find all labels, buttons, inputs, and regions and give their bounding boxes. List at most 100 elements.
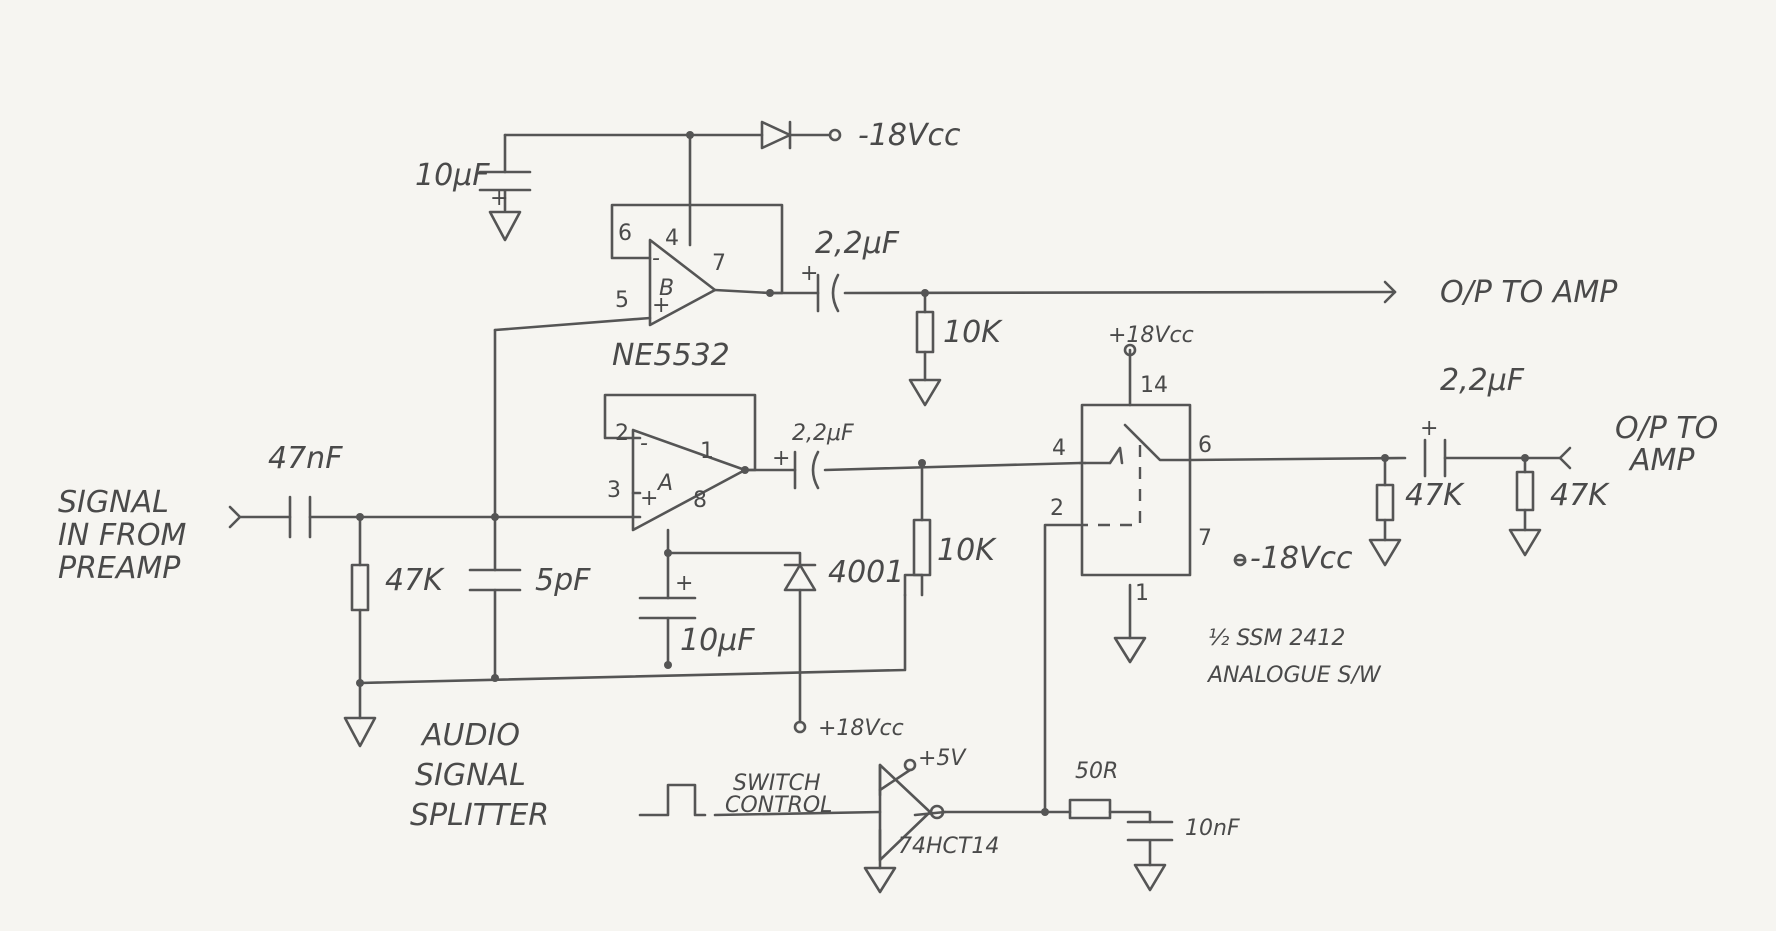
label-r-in: 47K [385,563,445,598]
polarity-c2u2-top: + [800,261,818,286]
label-r-10k-mid: 10K [937,533,997,568]
label-c-10n: 10nF [1185,816,1240,841]
pin-b-supply: 4 [665,226,679,251]
pulse-icon [638,783,707,817]
input-terminal [228,505,292,529]
label-switch-control-line1: SWITCH [733,771,821,796]
resistor-10k-mid [912,518,932,577]
diode-top-icon [760,120,792,150]
polarity-c10u-bias: + [675,571,693,596]
ground-icon [908,378,942,407]
junctions [356,131,1529,816]
pin-a-noninv: 3 [607,478,621,503]
label-c-5p: 5pF [535,563,591,598]
diode-4001-icon [783,563,817,592]
label-diode: 4001 [828,555,904,590]
input-label-line2: IN FROM [58,518,187,553]
polarity-c10u-supply: + [490,186,508,211]
ground-icon [1508,528,1542,557]
label-opamp-b: B [659,276,674,301]
input-label-line3: PREAMP [58,551,181,586]
opamp-b-icon [648,238,772,327]
label-switch-part-line2: ANALOGUE S/W [1206,663,1382,688]
label-c-2u2-top: 2,2μF [815,226,900,261]
polarity-a-plus: + [640,486,658,511]
label-opamp-a: A [656,471,673,496]
label-output-top: O/P TO AMP [1440,275,1618,310]
label-supply-pos-switch: +18Vcc [1108,323,1194,348]
pin-a-supply: 8 [693,488,707,513]
polarity-c2u2-mid: + [772,446,790,471]
label-r-47k-out2: 47K [1550,478,1610,513]
pin-b-out: 7 [712,251,726,276]
terminal-18vcc-neg-switch [1233,553,1247,567]
pin-b-noninv: 5 [615,288,629,313]
ground-icon [1368,538,1402,567]
label-supply-pos-bottom: +18Vcc [818,716,904,741]
polarity-b-minus: - [652,246,660,271]
label-c-10u-bias: 10μF [680,623,755,658]
capacitor-10uf-bias [638,596,697,620]
capacitor-2u2-top [816,273,840,313]
ground-icons [343,378,1542,894]
analogue-switch-icon [1080,403,1192,577]
resistor-10k-top [915,310,935,354]
pin-sw-vneg: 7 [1198,526,1212,551]
pin-sw-vpos: 14 [1140,373,1168,398]
label-switch-control-line2: CONTROL [725,793,832,818]
ground-icon [1113,636,1147,664]
label-c-2u2-out: 2,2μF [1440,363,1525,398]
output-right-terminal [1558,446,1572,470]
title-line3: SPLITTER [410,798,549,833]
ground-icon [863,866,897,894]
terminal-18vcc-pos [793,720,807,734]
inverter-74hct14-icon [878,763,945,862]
title-line1: AUDIO [420,718,520,753]
capacitor-10nf [1126,820,1174,867]
label-supply-neg-switch: -18Vcc [1250,541,1353,576]
label-r-47k-out1: 47K [1405,478,1465,513]
pin-sw-in: 4 [1052,436,1066,461]
label-output-right-line2: AMP [1628,443,1695,478]
capacitor-2u2-out [1423,438,1447,478]
terminal-18vcc-neg-top [828,128,842,142]
pin-b-inv: 6 [618,221,632,246]
label-supply-5v: +5V [918,746,967,771]
pin-sw-ctrl: 2 [1050,496,1064,521]
label-inverter-part: 74HCT14 [898,834,999,859]
resistor-47k-out2 [1515,470,1535,512]
label-supply-neg-top: -18Vcc [858,118,961,153]
supply-5v-wire [878,768,912,792]
capacitor-2u2-mid [793,450,820,490]
output-top-terminal [1383,280,1397,304]
title-line2: SIGNAL [415,758,526,793]
resistor-47k-out1 [1375,483,1395,522]
label-c-10u-supply: 10μF [415,158,490,193]
label-c-2u2-mid: 2,2μF [792,421,854,446]
polarity-b-plus: + [652,293,670,318]
label-r-50r: 50R [1075,759,1118,784]
polarity-a-minus: - [640,431,648,456]
label-opamp-part: NE5532 [612,338,730,373]
ground-icon [343,716,377,748]
opamp-a-icon [631,428,747,532]
label-r-10k-top: 10K [943,315,1003,350]
input-label-line1: SIGNAL [58,485,169,520]
terminal-18vcc-pos-switch [1123,343,1137,357]
label-output-right-line1: O/P TO [1615,411,1718,446]
pin-a-out: 1 [700,439,714,464]
label-c-in: 47nF [268,441,343,476]
capacitor-10uf-supply [478,170,532,242]
wires [228,133,1572,870]
terminal-5v [903,758,917,772]
pin-sw-out: 6 [1198,433,1212,458]
capacitor-5pf [468,568,522,592]
polarity-c2u2-out: + [1420,416,1438,441]
pin-sw-gnd: 1 [1135,581,1149,606]
resistor-50r [1068,798,1112,820]
pin-a-inv: 2 [615,421,629,446]
ground-icon [1133,863,1167,892]
label-switch-part-line1: ½ SSM 2412 [1208,626,1345,651]
resistor-47k-input [350,563,370,612]
